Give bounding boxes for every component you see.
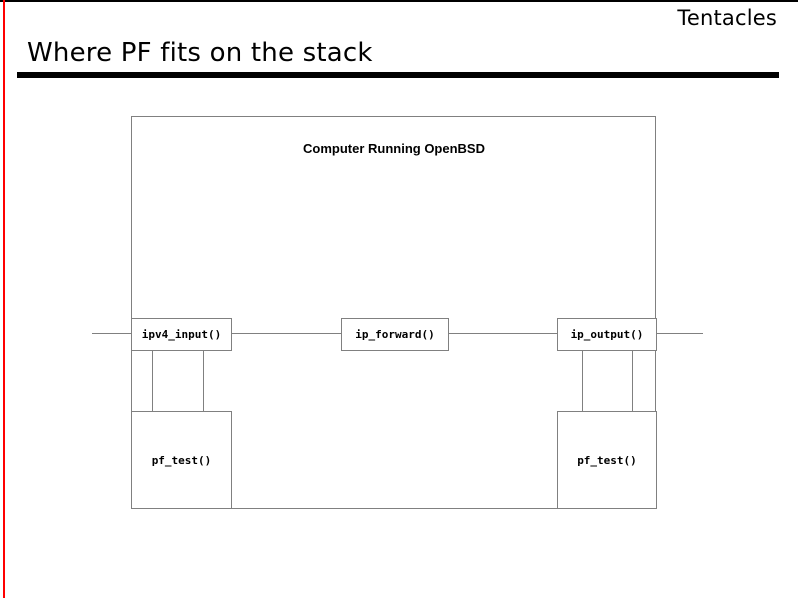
node-ip-output: ip_output() [557, 318, 657, 351]
page-title: Where PF fits on the stack [27, 38, 373, 68]
openbsd-computer-label: Computer Running OpenBSD [303, 141, 485, 156]
wire-ipv4-input-to-ip-forward [232, 333, 342, 334]
node-ip-forward: ip_forward() [341, 318, 449, 351]
title-underline [17, 72, 779, 78]
deck-name: Tentacles [677, 6, 777, 30]
node-ipv4-input: ipv4_input() [131, 318, 232, 351]
openbsd-computer-boundary [131, 116, 656, 509]
node-pf-test-inbound: pf_test() [131, 411, 232, 509]
wire-ip-output-to-network [657, 333, 703, 334]
wire-ipv4-input-to-pf-test-left-b [203, 350, 204, 412]
wire-ip-forward-to-ip-output [448, 333, 558, 334]
wire-ip-output-to-pf-test-right-a [582, 350, 583, 412]
wire-ipv4-input-to-pf-test-left-a [152, 350, 153, 412]
slide-left-accent-bar [3, 0, 5, 598]
wire-ip-output-to-pf-test-right-b [632, 350, 633, 412]
node-pf-test-outbound: pf_test() [557, 411, 657, 509]
slide-top-border [0, 0, 798, 2]
wire-network-to-ipv4-input [92, 333, 132, 334]
